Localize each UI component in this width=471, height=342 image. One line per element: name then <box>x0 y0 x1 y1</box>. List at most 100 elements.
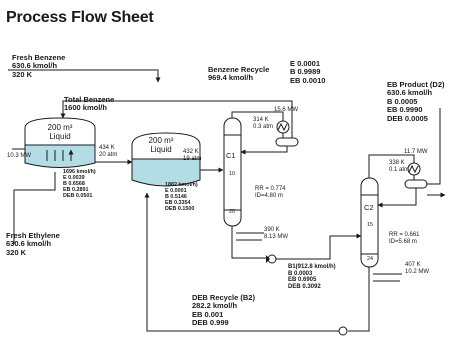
c1-reboiler-duty: 8.13 MW <box>264 233 289 240</box>
c2-pump <box>338 326 348 336</box>
c2-reboiler-loop <box>373 273 402 282</box>
eb-product-deb: DEB 0.0005 <box>387 113 428 123</box>
r2-out-flow: 1882 kmol/h) <box>165 182 198 188</box>
c1-overhead-line <box>231 111 284 121</box>
c2-condenser-duty: 11.7 MW <box>404 149 428 155</box>
fresh-benzene-line <box>8 69 161 83</box>
c2-diameter: ID=5.68 m <box>389 238 417 245</box>
fresh-ethylene-line <box>13 172 56 244</box>
benzene-recycle-b: B 0.9989 <box>290 67 321 77</box>
fresh-benzene-flow: 630.6 kmol/h <box>12 61 58 71</box>
deb-recycle-eb: EB 0.001 <box>192 309 224 319</box>
c1-bottoms-valve <box>266 255 270 263</box>
reactor-1-pressure: 20 atm <box>99 151 118 158</box>
c1-diameter: ID=4.80 m <box>255 192 283 199</box>
deb-recycle-flow: 282.2 kmol/h <box>192 301 238 311</box>
fresh-ethylene-label: Fresh Ethylene 630.6 kmol/h 320 K <box>6 231 60 257</box>
c1-name: C1 <box>226 151 236 160</box>
reactor-2-liquid <box>132 159 200 186</box>
c1-condenser-duty: 15.6 MW <box>274 107 299 113</box>
c2-bottoms-line <box>348 267 370 332</box>
r1-out-deb: DEB 0.0501 <box>63 193 93 200</box>
b1-eb: EB 0.6905 <box>288 277 317 284</box>
r2-out-eb: EB 0.3354 <box>165 200 191 207</box>
b1-flow: B1(912.8 kmol/h) <box>288 264 336 270</box>
c2-design: RR = 0.661 ID=5.68 m <box>389 232 420 245</box>
reactor-2-phase: Liquid <box>150 144 172 154</box>
benzene-recycle-e: E 0.0001 <box>290 59 321 68</box>
reactor-2-pressure: 19 atm <box>183 155 202 162</box>
c1-top-conditions: 314 K 0.3 atm <box>253 117 273 130</box>
reactor-1-outlet-composition: 1696 kmol/h) E 0.0039 B 0.6568 EB 0.2891… <box>63 169 96 199</box>
reactor-2-volume: 200 m³ <box>148 136 174 145</box>
c1-tray-top: 10 <box>229 171 235 177</box>
c1-bottom-conditions: 390 K 8.13 MW <box>264 227 288 240</box>
c2-reflux-ratio: RR = 0.661 <box>389 232 420 238</box>
c1-reflux-ratio: RR = 0.774 <box>255 186 286 192</box>
r2-out-deb: DEB 0.1500 <box>165 206 195 213</box>
c1-bottoms-line <box>231 226 267 259</box>
deb-recycle-label: DEB Recycle (B2) 282.2 kmol/h EB 0.001 D… <box>192 293 255 328</box>
total-benzene-name: Total Benzene <box>64 95 115 104</box>
eb-product-flow: 630.6 kmol/h <box>387 88 433 98</box>
c2-name: C2 <box>364 203 374 212</box>
c2-reflux-drum <box>404 179 428 189</box>
c1-top-temp: 314 K <box>253 117 269 123</box>
c2-overhead-line <box>368 154 415 178</box>
deb-recycle-name: DEB Recycle (B2) <box>192 293 255 302</box>
reactor-1-phase: Liquid <box>49 131 71 141</box>
c1-reflux-line <box>240 146 288 155</box>
c2-top-pressure: 0.1 atm <box>389 166 410 173</box>
c2-tray-bottom: 24 <box>367 256 373 262</box>
c1-tray-bottom: 20 <box>229 209 235 215</box>
fresh-benzene-temp: 320 K <box>12 69 33 79</box>
c2-bottom-conditions: 407 K 10.2 MW <box>405 262 429 275</box>
b1-composition: B1(912.8 kmol/h) B 0.0003 EB 0.6905 DEB … <box>288 264 336 291</box>
benzene-recycle-flow: 969.4 kmol/h <box>208 73 254 83</box>
reactor-1 <box>24 117 96 168</box>
reactor-1-volume: 200 m³ <box>47 123 73 132</box>
c2-reflux-line <box>377 188 417 208</box>
c1-reflux-drum <box>275 137 299 147</box>
benzene-recycle-label: Benzene Recycle 969.4 kmol/h <box>208 65 269 83</box>
benzene-recycle-eb: EB 0.0010 <box>290 75 326 85</box>
eb-product-name: EB Product (D2) <box>387 80 445 89</box>
reactor-2-vessel <box>131 132 201 187</box>
fresh-ethylene-flow: 630.6 kmol/h <box>6 239 52 249</box>
reactor-2-conditions: 432 K 19 atm <box>183 149 201 162</box>
eb-product-b: B 0.0005 <box>387 96 418 106</box>
reactor-1-temp: 434 K <box>99 145 115 151</box>
reactor-1-conditions: 434 K 20 atm <box>99 145 117 158</box>
deb-recycle-line <box>144 192 339 332</box>
r1-out-e: E 0.0039 <box>63 175 85 182</box>
c1-top-pressure: 0.3 atm <box>253 123 274 130</box>
benzene-recycle-composition: E 0.0001 B 0.9989 EB 0.0010 <box>290 59 326 85</box>
r1-out-b: B 0.6568 <box>63 181 85 188</box>
c1-bottom-temp: 390 K <box>264 227 280 233</box>
reactor-1-liquid <box>25 145 95 168</box>
c2-bottom-temp: 407 K <box>405 262 421 268</box>
c2-tray-top: 15 <box>367 222 373 228</box>
fresh-benzene-label: Fresh Benzene 630.6 kmol/h 320 K <box>12 53 65 79</box>
deb-recycle-deb: DEB 0.999 <box>192 318 229 328</box>
reactor-2 <box>131 132 201 187</box>
r2-out-e: E 0.0001 <box>165 188 187 195</box>
c1-design: RR = 0.774 ID=4.80 m <box>255 186 286 199</box>
r1-out-flow: 1696 kmol/h) <box>63 169 96 175</box>
r2-out-b: B 0.5146 <box>165 194 187 201</box>
reactor-2-outlet-composition: 1882 kmol/h) E 0.0001 B 0.5146 EB 0.3354… <box>165 182 198 212</box>
c2-top-temp: 338 K <box>389 160 405 166</box>
r1-out-eb: EB 0.2891 <box>63 187 89 194</box>
reactor-1-duty: 10.3 MW <box>7 153 32 159</box>
eb-product-line <box>427 108 441 185</box>
c2-top-conditions: 338 K 0.1 atm <box>389 160 409 173</box>
reactor-2-temp: 432 K <box>183 149 199 155</box>
reactor-1-vessel <box>24 117 96 168</box>
b1-deb: DEB 0.3092 <box>288 284 321 291</box>
b1-to-c2-line <box>276 233 362 260</box>
ethylene-sparger-arrows <box>46 150 71 161</box>
page-title: Process Flow Sheet <box>6 9 154 26</box>
b1-b: B 0.0003 <box>288 270 313 277</box>
eb-product-eb: EB 0.9990 <box>387 105 423 115</box>
